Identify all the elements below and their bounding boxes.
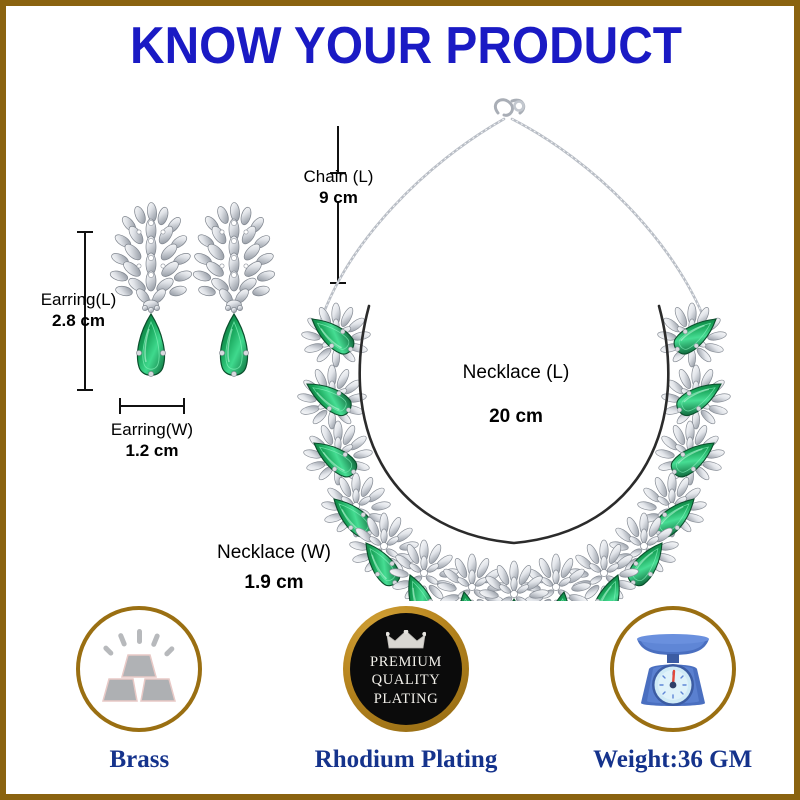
premium-quality-seal-icon: PREMIUM QUALITY PLATING	[350, 613, 462, 725]
seal-line-2: QUALITY	[371, 672, 441, 689]
weight-badge-circle	[609, 606, 736, 732]
earring-width-name: Earring(W)	[110, 420, 194, 439]
earring-length-name: Earring(L)	[40, 290, 117, 309]
badge-material: Brass	[6, 606, 273, 794]
earring-length-label: Earring(L) 2.8 cm	[6, 289, 151, 332]
necklace-length-arc	[358, 304, 670, 545]
badge-plating: PREMIUM QUALITY PLATING Rhodium Plating	[273, 606, 540, 794]
crown-icon	[385, 629, 427, 650]
necklace-width-name: Necklace (W)	[216, 542, 331, 563]
feature-badges: Brass PREMIUM QUALITY PLATING	[6, 606, 794, 794]
weight-badge-label: Weight:36 GM	[593, 746, 753, 773]
chain-length-dimension-line-upper	[330, 126, 346, 174]
earring-width-dimension-line	[119, 398, 185, 414]
earring-width-label: Earring(W) 1.2 cm	[72, 419, 232, 462]
necklace-length-name: Necklace (L)	[462, 362, 570, 383]
chain-length-label: Chain (L) 9 cm	[261, 166, 416, 209]
necklace-illustration	[296, 98, 732, 601]
plating-badge-circle: PREMIUM QUALITY PLATING	[343, 606, 469, 732]
chain-length-name: Chain (L)	[303, 167, 374, 186]
weighing-scale-icon	[636, 634, 709, 706]
necklace-width-value: 1.9 cm	[244, 571, 304, 593]
badge-weight: Weight:36 GM	[539, 606, 794, 794]
chain-length-value: 9 cm	[319, 188, 358, 208]
plating-badge-label: Rhodium Plating	[314, 746, 498, 773]
material-badge-label: Brass	[109, 746, 170, 773]
earring-length-value: 2.8 cm	[52, 311, 105, 331]
necklace-width-label: Necklace (W) 1.9 cm	[164, 541, 384, 595]
earring-width-value: 1.2 cm	[125, 441, 179, 461]
earring-length-dimension-line	[77, 231, 93, 391]
gold-bars-icon	[102, 629, 177, 702]
material-badge-circle	[76, 606, 203, 732]
necklace-length-label: Necklace (L) 20 cm	[411, 361, 621, 429]
page-title: KNOW YOUR PRODUCT	[130, 17, 682, 75]
seal-line-3: PLATING	[373, 690, 439, 707]
seal-line-1: PREMIUM	[370, 654, 442, 671]
necklace-length-value: 20 cm	[489, 405, 543, 427]
